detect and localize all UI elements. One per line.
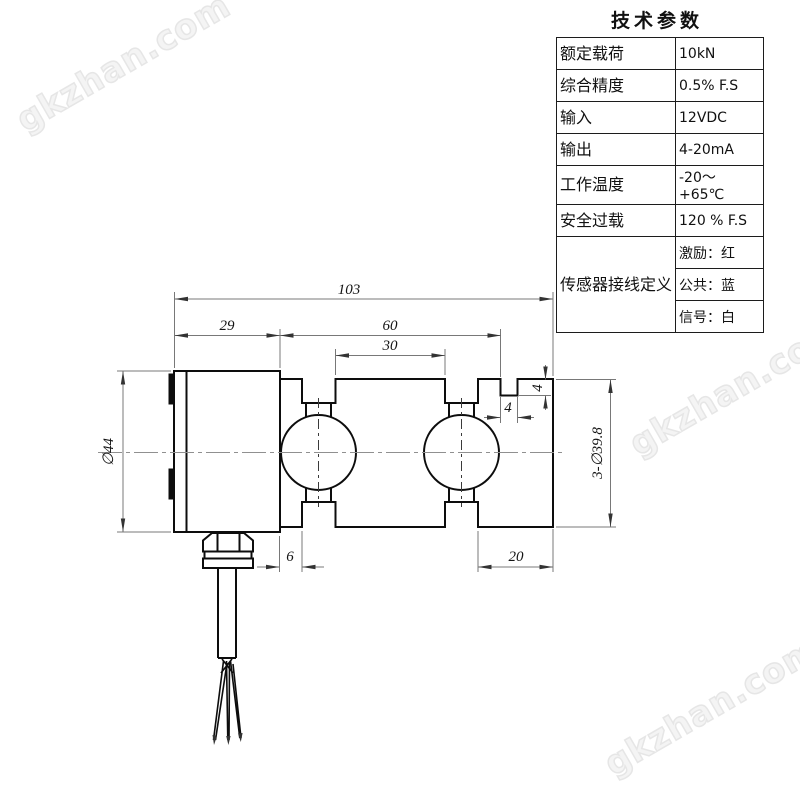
extension-lines [117, 292, 616, 572]
arrowhead [120, 518, 126, 532]
arrowhead [266, 333, 280, 338]
dim-right-section: 20 [509, 549, 525, 565]
spec-label: 综合精度 [556, 69, 676, 102]
table-row: 信号：白 [557, 300, 764, 333]
wire-tip [212, 735, 217, 745]
arrowhead [543, 366, 548, 380]
gland-ring-2 [202, 557, 254, 569]
arrowhead [517, 415, 531, 420]
cable-wires [212, 658, 243, 745]
dim-notch-width: 4 [504, 400, 512, 416]
spec-value: -20～+65℃ [675, 165, 764, 205]
arrowhead [543, 395, 548, 409]
dim-left-block: 29 [220, 318, 236, 334]
hole-webs [305, 403, 475, 502]
arrowhead [539, 564, 553, 570]
spec-value: 120 % F.S [675, 204, 764, 237]
spec-label: 输入 [556, 101, 676, 134]
spec-wiring-value: 激励：红 [675, 236, 764, 269]
dim-beam-diameter: 3-∅39.8 [590, 427, 606, 480]
dim-bottom-step: 6 [286, 549, 294, 565]
arrowhead [608, 379, 613, 393]
arrowhead [174, 333, 188, 338]
table-row: 安全过载 120 % F.S [556, 204, 764, 237]
arrowhead [487, 415, 501, 420]
spec-table-panel: 技术参数 额定载荷 10kN 综合精度 0.5% F.S 输入 12VDC 输出… [556, 6, 764, 333]
arrowhead [302, 564, 316, 570]
table-row: 传感器接线定义 激励：红 [556, 236, 764, 333]
arrowhead [120, 371, 126, 385]
dim-hole-span: 60 [383, 318, 399, 334]
table-row: 综合精度 0.5% F.S [556, 69, 764, 102]
arrowhead [280, 333, 294, 338]
housing-left-tab-bottom [168, 468, 174, 500]
arrowhead [266, 564, 280, 570]
spec-value: 0.5% F.S [675, 69, 764, 102]
spec-label: 输出 [556, 133, 676, 166]
arrowhead [431, 353, 445, 358]
table-row: 公共：蓝 [557, 268, 764, 301]
arrowhead [478, 564, 492, 570]
dim-middle-section: 30 [382, 338, 399, 354]
load-cell-body [168, 370, 554, 533]
dim-notch-depth: 4 [530, 384, 546, 392]
arrowhead [608, 513, 613, 527]
arrowhead [335, 353, 349, 358]
housing-block [173, 370, 281, 533]
table-row: 输出 4-20mA [556, 133, 764, 166]
spec-label: 额定载荷 [556, 37, 676, 70]
dim-overall-length: 103 [338, 282, 361, 298]
spec-wiring-label: 传感器接线定义 [556, 236, 676, 333]
spec-value: 12VDC [675, 101, 764, 134]
wire-tip [238, 733, 243, 742]
gland-hex-nut [202, 532, 254, 553]
spec-label: 工作温度 [556, 165, 676, 205]
gland-ring-1 [203, 550, 253, 560]
cable [217, 568, 237, 659]
table-row: 工作温度 -20～+65℃ [556, 165, 764, 205]
arrowhead [487, 333, 501, 338]
wire-right [229, 660, 242, 739]
table-row: 输入 12VDC [556, 101, 764, 134]
table-row: 额定载荷 10kN [556, 37, 764, 70]
dim-housing-diameter: ∅44 [101, 437, 117, 466]
dimension-labels: 103 29 60 30 4 4 6 20 ∅44 3-∅39.8 [101, 282, 606, 565]
spec-wiring-value: 信号：白 [675, 300, 764, 333]
spec-value: 4-20mA [675, 133, 764, 166]
spec-table-title: 技术参数 [610, 10, 703, 32]
spec-value: 10kN [675, 37, 764, 70]
wire-tip [226, 736, 231, 745]
spec-table: 额定载荷 10kN 综合精度 0.5% F.S 输入 12VDC 输出 4-20… [556, 37, 764, 333]
spec-wiring-value: 公共：蓝 [675, 268, 764, 301]
wire-middle [225, 660, 231, 741]
arrowhead [539, 296, 553, 302]
housing-left-tab-top [168, 373, 174, 405]
wire-left [212, 660, 228, 741]
cable-gland [202, 532, 254, 659]
dimension-lines [120, 296, 613, 570]
arrowhead [174, 296, 188, 302]
spec-label: 安全过载 [556, 204, 676, 237]
